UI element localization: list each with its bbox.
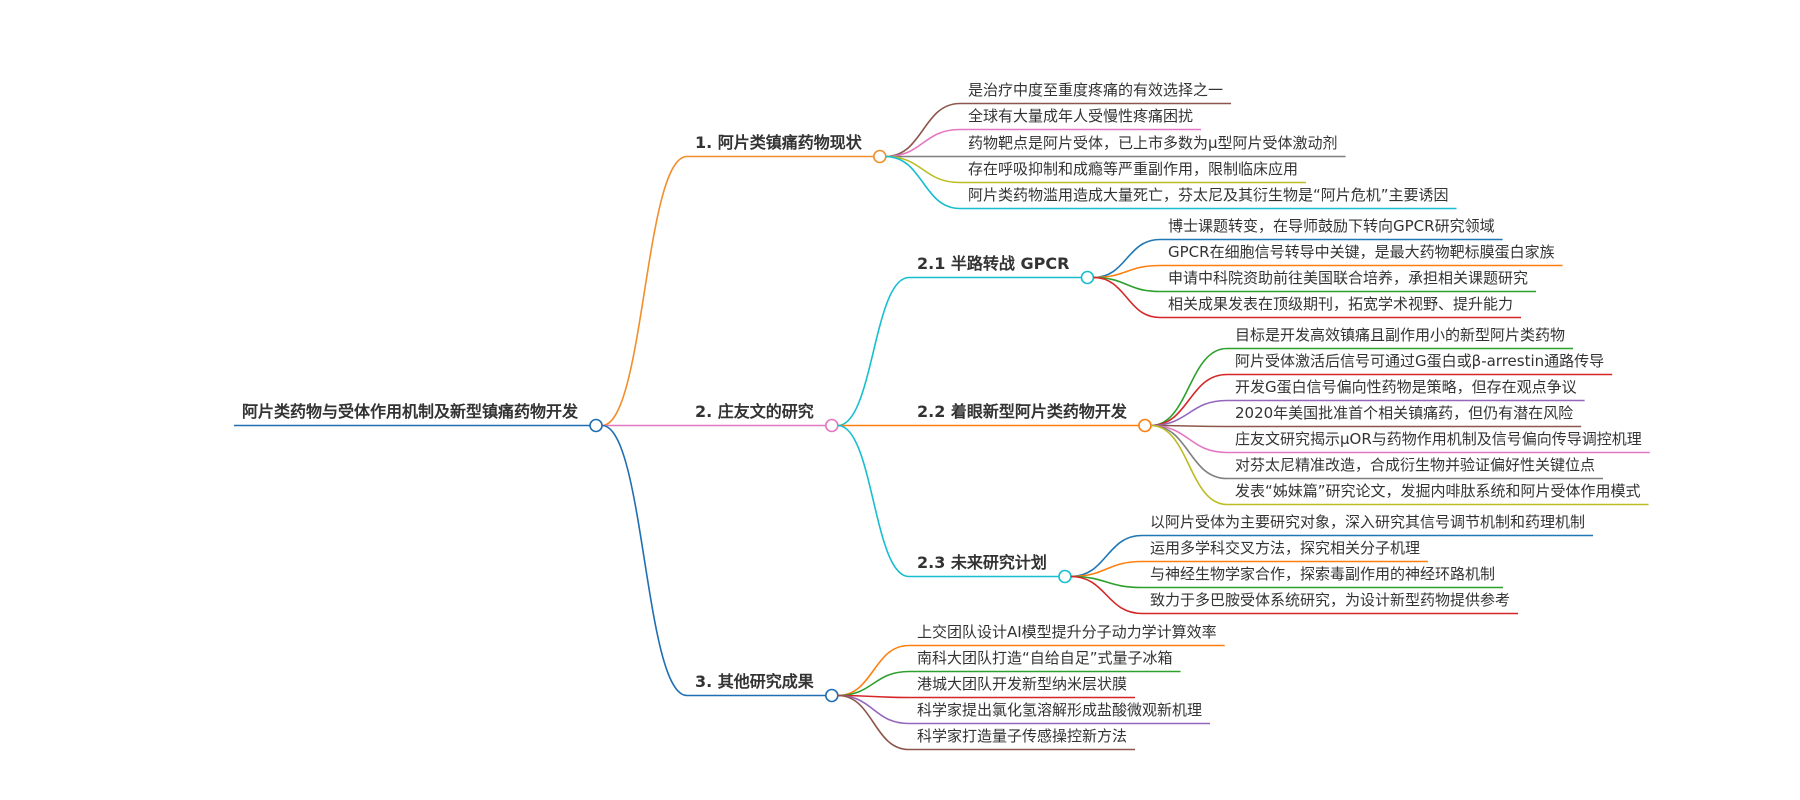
connector-sub-2-3-leaf-1 — [1070, 534, 1143, 578]
subbranch-2-1-toggle[interactable] — [1080, 270, 1095, 285]
subbranch-2-1-leaf-3[interactable]: 申请中科院资助前往美国联合培养，承担相关课题研究 — [1168, 269, 1529, 287]
connector-sub-2-1-leaf-4 — [1093, 276, 1161, 319]
branch-3-leaf-1[interactable]: 上交团队设计AI模型提升分子动力学计算效率 — [917, 623, 1217, 641]
connector-sub-2-2-leaf-2 — [1150, 373, 1228, 427]
subbranch-2-1-leaf-4[interactable]: 相关成果发表在顶级期刊，拓宽学术视野、提升能力 — [1168, 295, 1514, 313]
branch-1-leaf-1[interactable]: 是治疗中度至重度疼痛的有效选择之一 — [968, 81, 1224, 99]
connector-branch-3-leaf-2 — [837, 670, 910, 697]
branch-3-toggle[interactable] — [824, 688, 839, 703]
branch-2-toggle[interactable] — [824, 418, 839, 433]
subbranch-2-3-leaf-1[interactable]: 以阿片受体为主要研究对象，深入研究其信号调节机制和药理机制 — [1150, 513, 1586, 531]
branch-1-toggle[interactable] — [872, 149, 887, 164]
subbranch-2-3-leaf-3[interactable]: 与神经生物学家合作，探索毒副作用的神经环路机制 — [1150, 565, 1496, 583]
root-node-toggle[interactable] — [589, 418, 603, 433]
connector-sub-2-2-leaf-1 — [1150, 347, 1228, 427]
subbranch-2-2-leaf-5[interactable]: 庄友文研究揭示μOR与药物作用机制及信号偏向传导调控机理 — [1235, 430, 1642, 448]
subbranch-2-2-leaf-7[interactable]: 发表“姊妹篇”研究论文，发掘内啡肽系统和阿片受体作用模式 — [1235, 482, 1641, 500]
branch-3-leaf-3[interactable]: 港城大团队开发新型纳米层状膜 — [917, 675, 1128, 693]
branch-3-leaf-4[interactable]: 科学家提出氯化氢溶解形成盐酸微观新机理 — [917, 701, 1203, 719]
subbranch-2-2-leaf-6[interactable]: 对芬太尼精准改造，合成衍生物并验证偏好性关键位点 — [1235, 456, 1596, 474]
connector-branch-3-leaf-4 — [837, 694, 910, 725]
subbranch-2-2-label[interactable]: 2.2 着眼新型阿片类药物开发 — [917, 402, 1127, 421]
connector-branch-3-leaf-1 — [837, 644, 910, 697]
branch-1-leaf-2[interactable]: 全球有大量成年人受慢性疼痛困扰 — [968, 107, 1194, 125]
subbranch-2-1-leaf-2[interactable]: GPCR在细胞信号转导中关键，是最大药物靶标膜蛋白家族 — [1168, 243, 1555, 261]
connector-sub-2-2-leaf-5 — [1150, 424, 1228, 454]
subbranch-2-3-leaf-2[interactable]: 运用多学科交叉方法，探究相关分子机理 — [1150, 539, 1421, 557]
connector-sub-2-1-leaf-1 — [1093, 238, 1161, 279]
subbranch-2-1-leaf-1[interactable]: 博士课题转变，在导师鼓励下转向GPCR研究领域 — [1168, 217, 1495, 235]
branch-3-label[interactable]: 3. 其他研究成果 — [695, 672, 814, 691]
connector-branch-1-leaf-5 — [885, 155, 961, 210]
root-node-label[interactable]: 阿片类药物与受体作用机制及新型镇痛药物开发 — [242, 402, 579, 421]
subbranch-2-2-toggle[interactable] — [1138, 418, 1152, 433]
subbranch-2-2-leaf-2[interactable]: 阿片受体激活后信号可通过G蛋白或β-arrestin通路传导 — [1235, 352, 1605, 370]
connector-branch-2-sub-1 — [837, 276, 910, 427]
subbranch-2-1-label[interactable]: 2.1 半路转战 GPCR — [917, 254, 1070, 273]
connector-branch-2-sub-3 — [837, 424, 910, 578]
subbranch-2-2-leaf-4[interactable]: 2020年美国批准首个相关镇痛药，但仍有潜在风险 — [1235, 404, 1574, 422]
connector-branch-1-leaf-4 — [885, 155, 961, 184]
connector-sub-2-2-leaf-7 — [1150, 424, 1228, 506]
subbranch-2-3-toggle[interactable] — [1058, 569, 1072, 584]
connector-branch-3-leaf-5 — [837, 694, 910, 751]
connector-root-branch-1 — [601, 155, 688, 427]
subbranch-2-2-leaf-1[interactable]: 目标是开发高效镇痛且副作用小的新型阿片类药物 — [1235, 326, 1566, 344]
branch-1-leaf-5[interactable]: 阿片类药物滥用造成大量死亡，芬太尼及其衍生物是“阿片危机”主要诱因 — [968, 186, 1449, 204]
branch-1-label[interactable]: 1. 阿片类镇痛药物现状 — [695, 133, 862, 152]
connector-root-branch-3 — [601, 424, 688, 697]
branch-1-leaf-4[interactable]: 存在呼吸抑制和成瘾等严重副作用，限制临床应用 — [968, 160, 1299, 178]
connector-branch-1-leaf-1 — [885, 102, 961, 158]
subbranch-2-2-leaf-3[interactable]: 开发G蛋白信号偏向性药物是策略，但存在观点争议 — [1235, 378, 1577, 396]
connector-branch-1-leaf-2 — [885, 128, 961, 158]
connector-sub-2-2-leaf-3 — [1150, 399, 1228, 427]
branch-1-leaf-3[interactable]: 药物靶点是阿片受体，已上市多数为μ型阿片受体激动剂 — [968, 134, 1338, 152]
branch-3-leaf-2[interactable]: 南科大团队打造“自给自足”式量子冰箱 — [917, 649, 1173, 667]
subbranch-2-3-leaf-4[interactable]: 致力于多巴胺受体系统研究，为设计新型药物提供参考 — [1150, 591, 1511, 609]
connector-sub-2-3-leaf-4 — [1070, 575, 1143, 615]
branch-3-leaf-5[interactable]: 科学家打造量子传感操控新方法 — [917, 727, 1128, 745]
branch-2-label[interactable]: 2. 庄友文的研究 — [695, 402, 814, 421]
subbranch-2-3-label[interactable]: 2.3 未来研究计划 — [917, 553, 1047, 572]
